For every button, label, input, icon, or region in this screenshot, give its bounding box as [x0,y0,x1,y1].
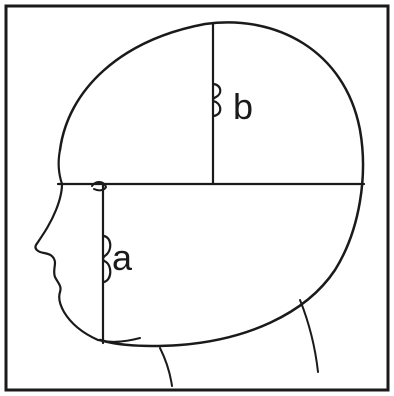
label-b: b [233,86,253,127]
neck-front-line [160,348,172,386]
neck-back-line [300,300,318,372]
label-a: a [112,237,133,278]
forehead-outline [59,150,62,184]
frame-border [6,6,388,390]
face-profile [35,184,98,340]
jaw-line [98,338,140,342]
